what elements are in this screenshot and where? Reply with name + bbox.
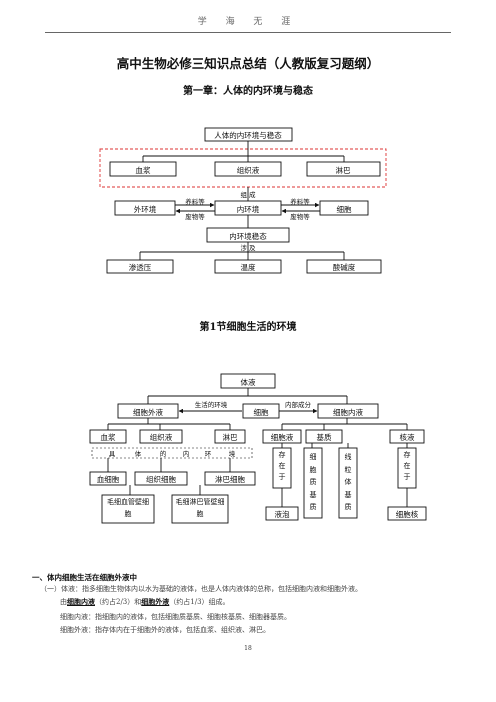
living-env-dashed (91, 447, 253, 459)
cell-box-lymph (204, 471, 256, 486)
organelle-matrix: 线粒体基质 (344, 453, 352, 511)
fluid-box-lymph (306, 161, 381, 177)
section-title: 第1节细胞生活的环境 (199, 322, 297, 333)
factor-box-osmotic (106, 259, 174, 274)
factor-temperature: 温度 (241, 262, 256, 272)
intracellular-box (317, 403, 379, 419)
root-label: 体液 (241, 377, 256, 387)
live-char-4: 环 (205, 450, 212, 458)
int-nuclear: 核液 (400, 432, 415, 442)
ext-lymph: 淋巴 (223, 432, 238, 442)
diagram-homeostasis: 人体的内环境与稳态 血浆 组织液 淋巴 组 成 外环境 内环境 细胞 养料等 废… (99, 127, 387, 274)
cell-matrix: 细胞质基质 (309, 453, 317, 511)
page-header: 学 海 无 涯 (197, 17, 299, 27)
cell-matrix-box (303, 447, 323, 519)
diagram-body-fluids: 体液 细胞外液 细胞 细胞内液 生活的环境 内部成分 血浆 组织液 淋巴 具 体… (89, 373, 427, 524)
int-box-matrix (305, 429, 343, 444)
wastes-left: 废物等 (185, 212, 205, 221)
ext-box-tissue (139, 429, 183, 444)
fluid-tissue: 组织液 (237, 165, 260, 175)
homeostasis: 内环境稳态 (229, 231, 267, 241)
top-box (204, 127, 293, 142)
paragraph-composition: 由细胞内液（约占2/3）和细胞外液（约占1/3）组成。 (60, 597, 230, 606)
outer-env-box (114, 200, 176, 216)
ext-plasma: 血浆 (101, 432, 116, 442)
nucleus-box (387, 506, 427, 521)
cell-box-tissue (134, 471, 188, 486)
cell-blood: 血细胞 (97, 474, 120, 484)
capillary-box-1 (101, 494, 155, 524)
chapter-title: 第一章：人体的内环境与稳态 (183, 86, 313, 97)
organelle-matrix-box (338, 447, 358, 519)
live-char-0: 具 (109, 450, 116, 458)
nucleus: 细胞核 (396, 509, 419, 519)
inner-comp-label: 内部成分 (285, 400, 312, 409)
fluid-plasma: 血浆 (136, 165, 151, 175)
inner-env: 内环境 (237, 204, 260, 214)
live-char-1: 体 (135, 449, 142, 458)
cell-label: 细胞 (337, 204, 352, 214)
capillary-1: 毛细血管壁细胞 (107, 498, 149, 518)
fluid-box-plasma (109, 161, 177, 177)
vacuole-box (265, 506, 299, 521)
fluid-box-tissue (214, 161, 282, 177)
section-heading: 一、体内细胞生活在细胞外液中 (32, 573, 137, 582)
exist-in-1: 存在于 (278, 451, 286, 481)
document-title: 高中生物必修三知识点总结（人教版复习题纲） (116, 56, 380, 71)
factor-box-temp (214, 259, 282, 274)
cell-box-blood (89, 471, 127, 486)
living-env-label: 生活的环境 (195, 400, 228, 409)
live-char-2: 的 (160, 449, 167, 458)
paragraph-extracellular: 细胞外液：指存体内在于细胞外的液体，包括血浆、组织液、淋巴。 (60, 626, 270, 634)
factor-osmotic: 渗透压 (129, 262, 152, 272)
include-label: 涉 及 (240, 243, 256, 252)
vacuole: 液泡 (275, 509, 290, 519)
page-number: 18 (244, 645, 252, 652)
capillary-2: 毛细淋巴管壁细胞 (175, 498, 225, 518)
compose-label: 组 成 (240, 190, 256, 199)
factor-box-ph (306, 259, 382, 274)
paragraph-body-fluid: （一）体液：指多细胞生物体内以水为基础的液体，也是人体内液体的总称，包括细胞内液… (40, 585, 362, 593)
nutrients-right: 养料等 (290, 197, 310, 206)
cell-box (319, 200, 369, 216)
outer-env: 外环境 (134, 204, 157, 214)
exist-in-2: 存在于 (403, 451, 411, 481)
top-box-label: 人体的内环境与稳态 (214, 130, 282, 140)
paragraph-intracellular: 细胞内液：指细胞内的液体，包括细胞质基质、细胞核基质、细胞器基质。 (60, 613, 291, 621)
int-matrix: 基质 (317, 432, 332, 442)
ext-tissue: 组织液 (150, 432, 173, 442)
cell-mid-label: 细胞 (254, 407, 269, 417)
cell-tissue: 组织细胞 (146, 474, 176, 484)
cell-lymph: 淋巴细胞 (215, 474, 245, 484)
header-rule (45, 32, 451, 33)
factor-ph: 酸碱度 (333, 262, 356, 272)
fluid-group-outline (99, 148, 387, 188)
intracellular-label: 细胞内液 (333, 407, 363, 417)
int-cellsap: 细胞液 (271, 432, 294, 442)
fluid-lymph: 淋巴 (336, 165, 351, 175)
live-char-3: 内 (183, 449, 190, 458)
wastes-right: 废物等 (290, 212, 310, 221)
ext-box-plasma (89, 429, 127, 444)
nutrients-left: 养料等 (185, 197, 205, 206)
live-char-5: 境 (229, 449, 236, 458)
extracellular-label: 细胞外液 (133, 407, 163, 417)
ext-box-lymph (214, 429, 246, 444)
capillary-box-2 (171, 494, 229, 524)
